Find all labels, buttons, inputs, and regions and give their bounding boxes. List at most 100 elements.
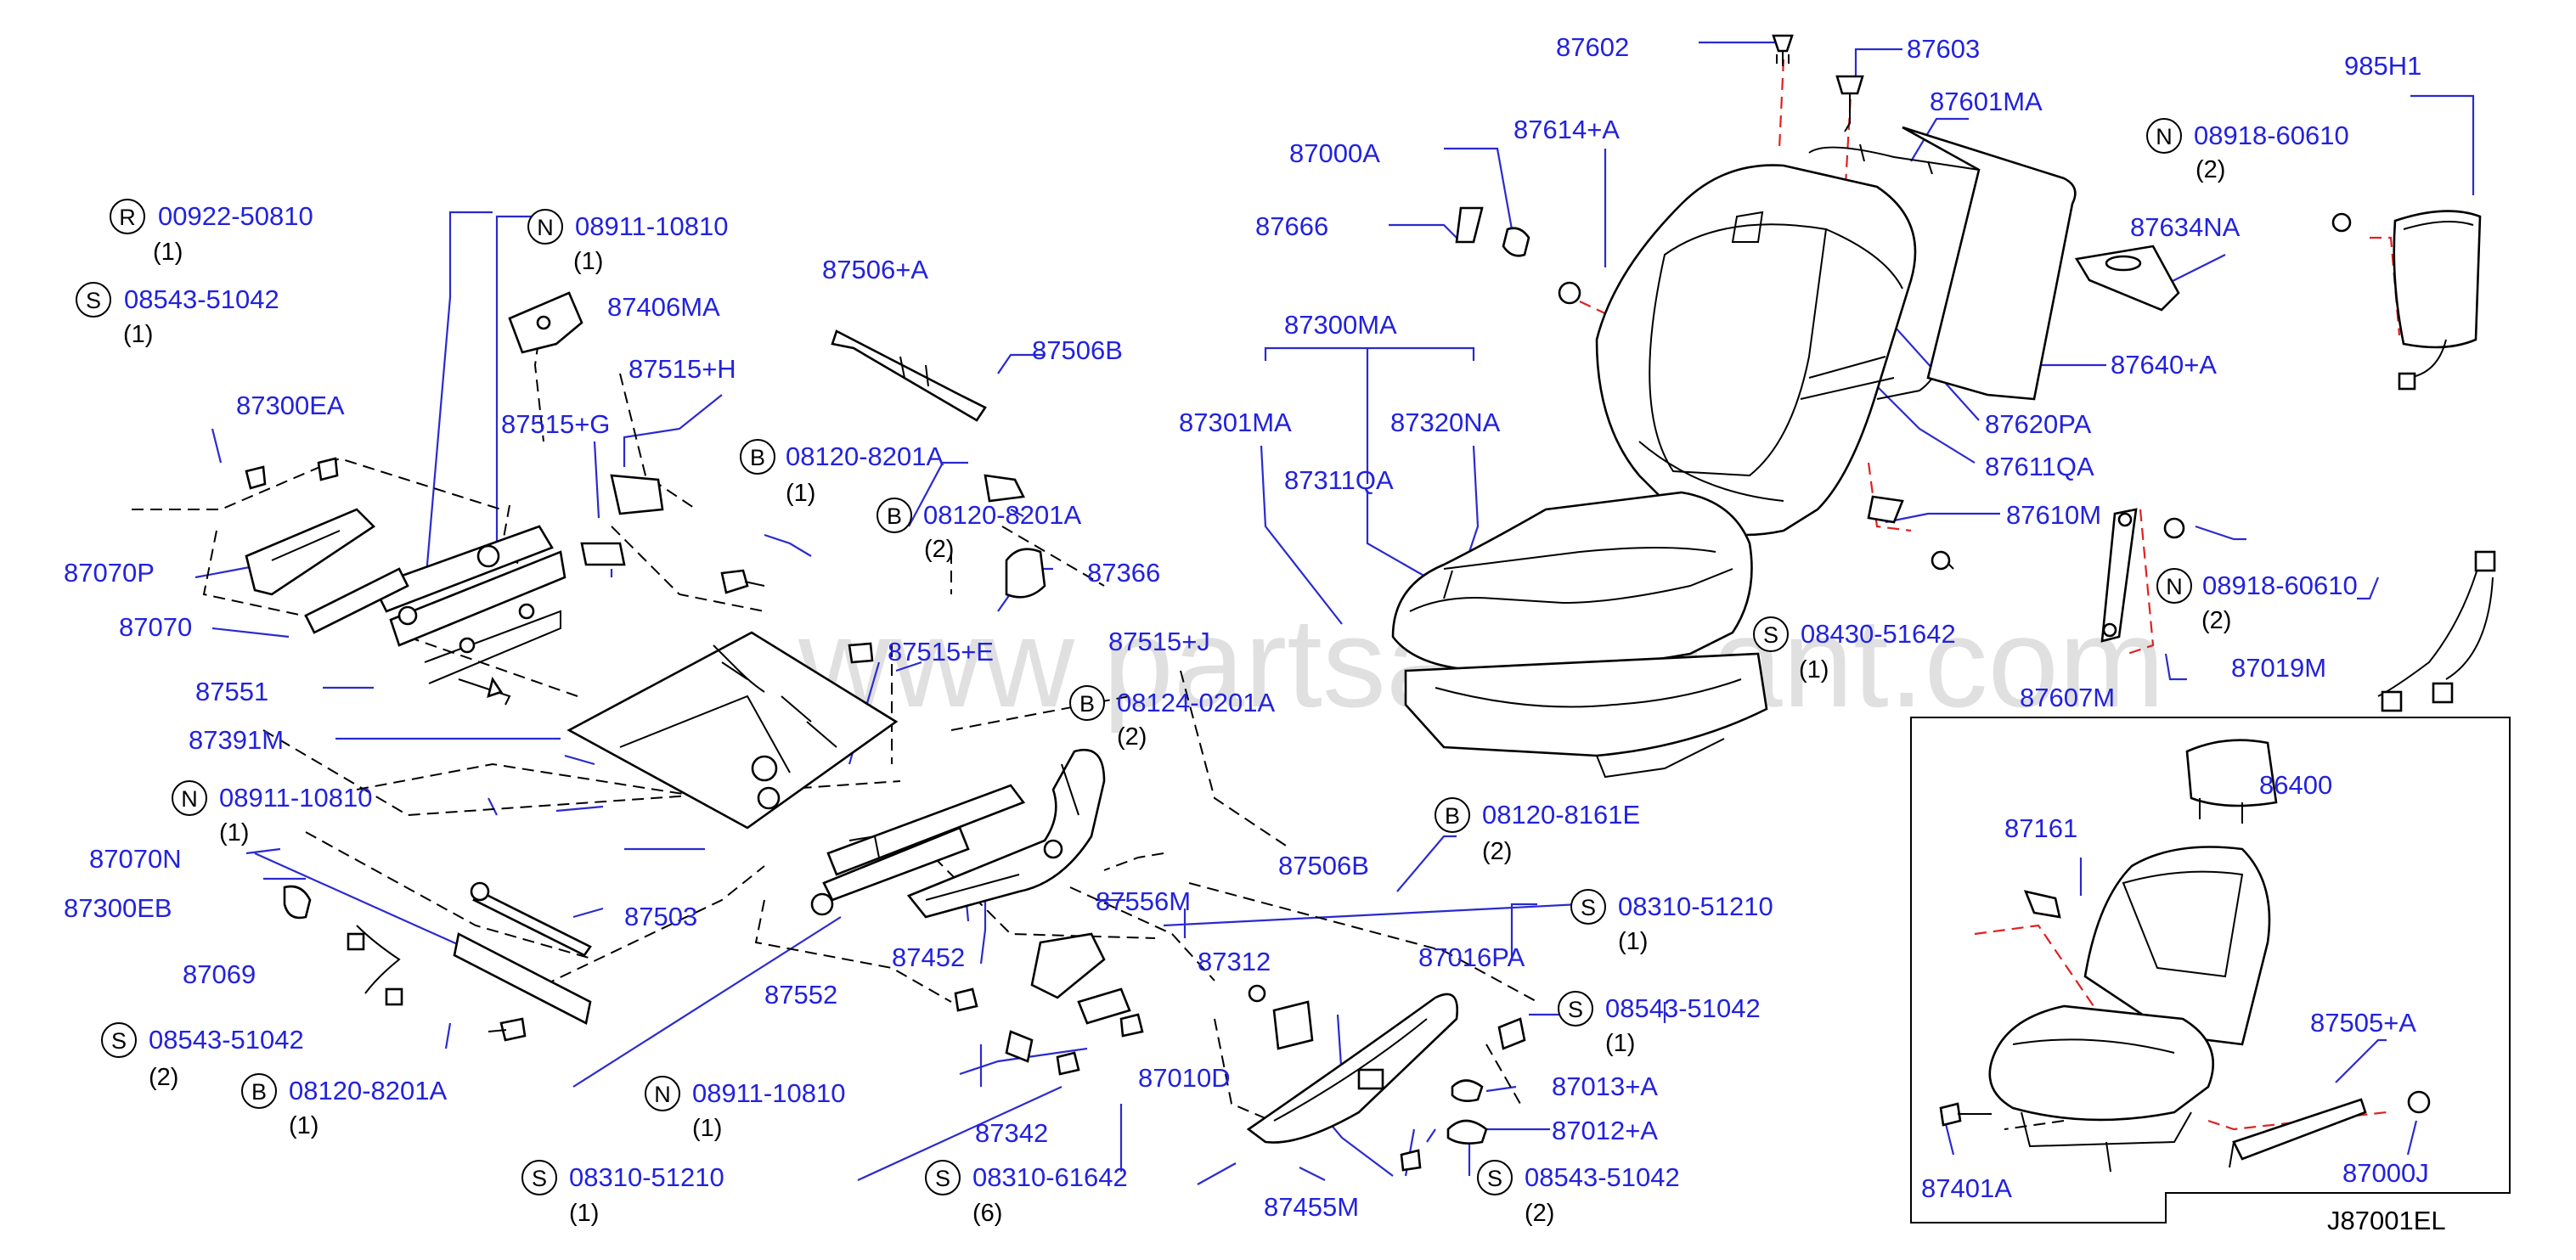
callout-part-number: 00922-50810 — [158, 201, 313, 231]
part-label: 87620PA — [1985, 409, 2092, 439]
callout-badge — [1435, 797, 1470, 833]
part-label: 87515+G — [501, 409, 610, 439]
part-label: 87401A — [1921, 1173, 2012, 1203]
callout-quantity: (2) — [2201, 607, 2231, 634]
part-label: 87515+E — [888, 637, 994, 667]
part-label: 87506+A — [822, 255, 928, 284]
lever-escutcheon — [2074, 245, 2180, 312]
callout-badge-letter: B — [1445, 803, 1460, 829]
callout-part-number: 08911-10810 — [575, 211, 728, 241]
frame-clips-upper — [580, 474, 1025, 566]
recliner-mechanism — [906, 748, 1106, 919]
callout-badge — [241, 1073, 277, 1109]
side-finisher — [1246, 993, 1459, 1144]
harness-clip — [283, 885, 312, 920]
callout-part-number: 08918-60610 — [2194, 121, 2349, 150]
part-label: 87366 — [1087, 558, 1160, 588]
callout-badge — [172, 780, 207, 816]
callout-badge-letter: B — [750, 445, 765, 470]
callout-badge-letter: S — [532, 1166, 547, 1191]
callout-quantity: (2) — [1482, 838, 1512, 865]
callout-part-number: 08543-51042 — [149, 1025, 304, 1055]
callout-badge — [101, 1022, 137, 1058]
link-bracket — [508, 291, 583, 354]
side-airbag-module — [2331, 210, 2482, 391]
part-label: 87301MA — [1179, 408, 1292, 437]
callout-quantity: (1) — [1605, 1030, 1635, 1057]
callout-part-number: 08120-8201A — [289, 1076, 447, 1105]
front-cover-left — [453, 932, 592, 1025]
callout-quantity: (1) — [123, 321, 153, 348]
callout-badge-letter: N — [181, 786, 198, 812]
callout-part-number: 08918-60610 — [2202, 571, 2358, 600]
part-label: 87610M — [2006, 500, 2101, 530]
headrest-guides — [1772, 34, 1864, 132]
part-label: 86400 — [2259, 770, 2332, 800]
callout-part-number: 08911-10810 — [692, 1078, 845, 1108]
callout-badge-letter: S — [1568, 997, 1583, 1022]
callout-quantity: (1) — [219, 819, 249, 847]
callout-badge — [645, 1076, 680, 1111]
callout-badge-letter: B — [251, 1079, 267, 1105]
part-label: 87506B — [1032, 335, 1123, 365]
part-label: 87010D — [1138, 1063, 1231, 1093]
callout-badge — [2146, 118, 2182, 154]
part-label: 87342 — [975, 1118, 1048, 1148]
lateral-rod — [470, 881, 592, 957]
diagram-code: J87001EL — [2327, 1206, 2446, 1235]
part-label: 87070P — [64, 558, 155, 588]
part-label: 87069 — [183, 959, 256, 989]
callout-badge — [1570, 889, 1606, 925]
bolts-lower — [488, 987, 1144, 1076]
callout-badge-letter: N — [654, 1082, 671, 1107]
bolts-upper-left — [245, 457, 500, 568]
callout-badge — [2156, 568, 2192, 604]
callout-quantity: (1) — [692, 1115, 722, 1142]
part-label: 87012+A — [1552, 1116, 1658, 1145]
knob-cover — [1005, 548, 1046, 599]
track-cover-left — [245, 508, 418, 634]
part-label: 87603 — [1907, 34, 1980, 64]
part-label: 87602 — [1556, 32, 1629, 62]
part-label: 87503 — [624, 902, 697, 931]
callout-quantity: (1) — [1618, 928, 1648, 955]
callout-quantity: (1) — [1799, 656, 1829, 683]
part-labels: 87602 87603 87601MA 985H1 87000A 87614+A… — [64, 32, 2429, 1222]
callout-quantity: (1) — [573, 248, 603, 275]
part-label: 87505+A — [2310, 1008, 2416, 1038]
callout-badge-letter: R — [119, 205, 136, 230]
seat-cushion — [1391, 491, 1768, 779]
callout-part-number: 08120-8201A — [786, 442, 944, 471]
callout-badge — [740, 439, 775, 475]
part-label: 87391M — [189, 725, 284, 755]
callout-part-number: 08543-51042 — [124, 284, 279, 314]
callout-badge-letter: S — [1487, 1166, 1502, 1191]
callout-badge-letter: S — [86, 288, 101, 313]
slide-knob — [1077, 987, 1131, 1025]
assembly-inset — [1910, 717, 2511, 1223]
callout-badge-letter: S — [1763, 622, 1778, 648]
callout-part-number: 08120-8161E — [1482, 800, 1640, 830]
callout-quantity: (2) — [1525, 1200, 1554, 1227]
callout-badge-letter: N — [537, 215, 554, 240]
seat-back-board — [1902, 126, 2077, 401]
seat-track-left — [372, 525, 566, 706]
callout-part-number: 08310-61642 — [972, 1162, 1128, 1192]
callout-badge-letter: B — [887, 503, 902, 529]
callout-part-number: 08120-8201A — [923, 500, 1081, 530]
part-label: 87452 — [892, 942, 965, 972]
part-label: 985H1 — [2344, 51, 2421, 81]
part-label: 87070 — [119, 612, 192, 642]
part-label: 87506B — [1278, 851, 1369, 880]
callout-part-number: 08911-10810 — [219, 783, 372, 813]
part-label: 87311QA — [1284, 465, 1394, 495]
callout-part-number: 08430-51642 — [1801, 619, 1956, 649]
seatback-bracket — [1867, 495, 1954, 571]
part-label: 87300EA — [236, 391, 345, 420]
callout-quantity: (6) — [972, 1200, 1002, 1227]
callout-quantity: (2) — [924, 536, 954, 563]
part-label: 87515+J — [1108, 627, 1210, 656]
part-label: 87312 — [1198, 947, 1271, 976]
part-label: 87016PA — [1418, 942, 1525, 972]
part-label: 87607M — [2020, 683, 2115, 712]
